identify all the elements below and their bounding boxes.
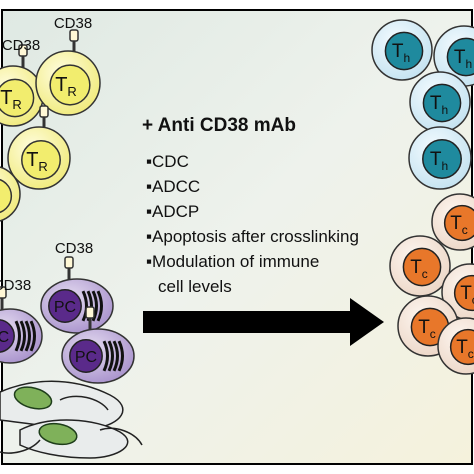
cd38-label: CD38 (2, 37, 40, 54)
plasma-nucleus (0, 319, 15, 353)
th-cell: Th (371, 19, 433, 81)
plasma-er-stripe (19, 320, 26, 352)
treatment-title: + Anti CD38 mAb (142, 115, 296, 136)
cd38-label: CD38 (55, 240, 93, 257)
cd38-label: CD38 (54, 15, 92, 32)
mechanism-modulation: ▪Modulation of immune (146, 252, 319, 271)
cell-layer: TRTRTRTRCD38CD38PCPCPCCD38CD38ThThThThTc… (0, 15, 474, 459)
th-cell-nucleus (422, 83, 462, 123)
tc-cell-nucleus (443, 204, 474, 242)
treg-nucleus (21, 140, 61, 180)
cd38-receptor-head (0, 286, 7, 299)
tc-cell: Tc (437, 317, 474, 375)
plasma-er-stripe (91, 290, 98, 322)
cd38-receptor-head (85, 306, 95, 319)
th-cell-nucleus (384, 31, 424, 71)
plasma-er-stripe (24, 320, 31, 352)
th-cell: Th (409, 71, 471, 133)
tc-cell-nucleus (453, 274, 474, 312)
plasma-er-stripe (117, 340, 124, 372)
plasma-label: PC (54, 299, 76, 316)
plasma-label: PC (0, 329, 9, 346)
th-cell-nucleus (446, 37, 474, 77)
cd38-receptor-head (64, 256, 74, 269)
treatment-arrow (143, 298, 384, 346)
plasma-cell: PC (61, 306, 135, 384)
stromal-cells (0, 380, 143, 459)
treg-nucleus (49, 64, 91, 106)
cd38-receptor-head (18, 44, 28, 57)
cd38-receptor-head (69, 29, 79, 42)
plasma-cell: PC (40, 256, 114, 334)
treg-cell: TR (35, 29, 101, 116)
plasma-er-stripe (112, 340, 119, 372)
plasma-er-stripe (107, 340, 114, 372)
cd38-label: CD38 (0, 277, 31, 294)
tc-cell: Tc (431, 193, 474, 251)
stromal-nucleus (38, 422, 78, 446)
plasma-er-stripe (102, 340, 109, 372)
plasma-nucleus (69, 339, 103, 373)
cd38-receptor-head (39, 105, 49, 118)
tc-cell-nucleus (402, 247, 442, 287)
treg-label: TR (0, 185, 1, 210)
treg-cell: TR (7, 105, 71, 190)
th-cell-nucleus (422, 139, 462, 179)
th-cell: Th (408, 126, 472, 190)
tc-cell-label: Tc (460, 283, 474, 307)
treg-nucleus (0, 178, 13, 214)
stromal-outline (99, 427, 143, 446)
plasma-er-stripe (96, 290, 103, 322)
mechanism-cdc: ▪CDC (146, 152, 189, 171)
mechanism-adcp: ▪ADCP (146, 202, 199, 221)
plasma-label: PC (75, 349, 97, 366)
tc-cell: Tc (389, 235, 451, 297)
plasma-cell: PC (0, 286, 43, 364)
plasma-er-stripe (81, 290, 88, 322)
treg-cell: TR (0, 166, 21, 222)
th-cell: Th (433, 25, 474, 87)
mechanism-modulation-cont: cell levels (158, 277, 232, 296)
mechanism-apoptosis: ▪Apoptosis after crosslinking (146, 227, 359, 246)
plasma-er-stripe (29, 320, 36, 352)
mechanism-adcc: ▪ADCC (146, 177, 200, 196)
stromal-nucleus (13, 386, 53, 410)
tc-cell-nucleus (449, 328, 474, 366)
stromal-outline (0, 395, 109, 454)
plasma-er-stripe (14, 320, 21, 352)
treg-nucleus (0, 78, 35, 118)
plasma-nucleus (48, 289, 82, 323)
